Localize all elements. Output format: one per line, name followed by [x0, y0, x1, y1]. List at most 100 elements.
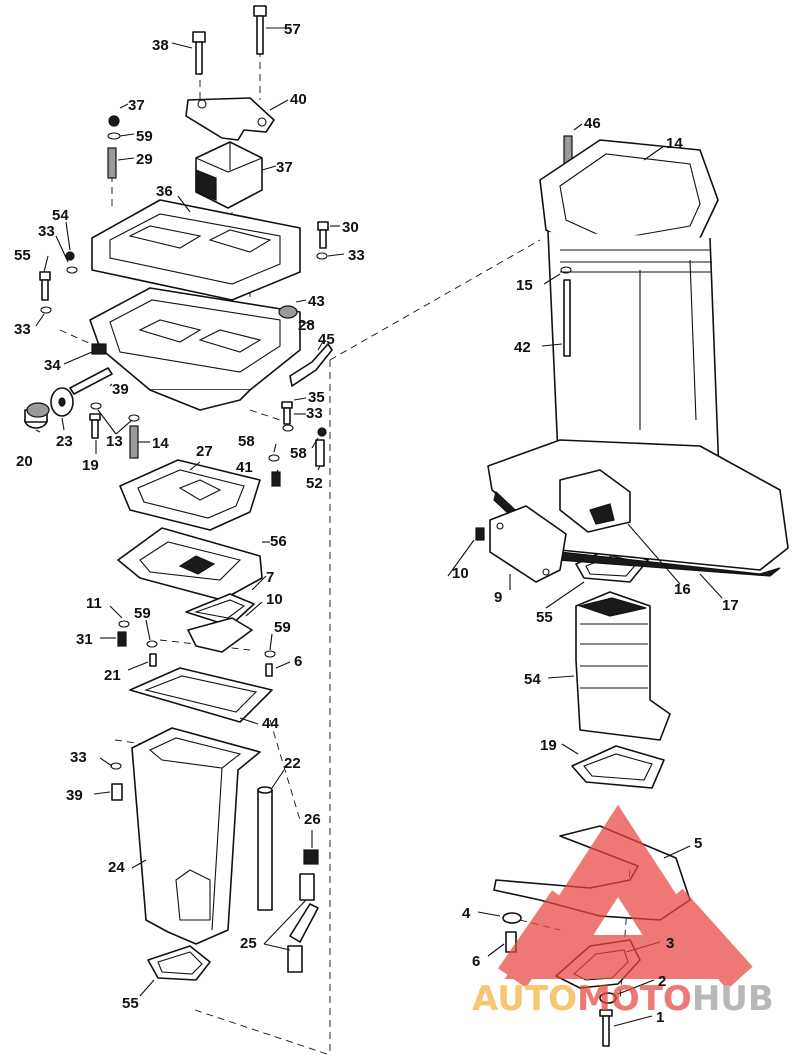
callout-59b: 59 [274, 619, 291, 636]
callout-43: 40 [290, 91, 307, 108]
callout-12: 10 [266, 591, 283, 608]
callout-35: 34 [44, 357, 61, 374]
part-bolt-20 [89, 413, 101, 439]
part-cover-10 [489, 505, 567, 583]
callout-53: 55 [14, 247, 31, 264]
callout-labels: 38 57 40 37 59 29 37 36 54 33 55 30 33 4… [14, 21, 739, 1026]
part-bolt-42 [111, 783, 123, 801]
leader-lines [35, 27, 723, 1027]
callout-30: 28 [298, 317, 315, 334]
part-gasket-47 [129, 667, 273, 723]
callout-58b: 58 [290, 445, 307, 462]
callout-54: 59 [136, 128, 153, 145]
part-gasket-9 [185, 593, 255, 627]
part-strip-48 [289, 343, 333, 387]
callout-9: 7 [266, 569, 274, 586]
callout-16: 14 [152, 435, 169, 452]
part-stud-51 [315, 439, 325, 467]
callout-10: 9 [494, 589, 502, 606]
callout-55a: 55 [122, 995, 139, 1012]
watermark-triangle-right [657, 888, 753, 990]
part-screw-7 [265, 663, 273, 677]
part-housing-26 [131, 727, 261, 945]
part-grommet-22 [24, 402, 50, 429]
callout-14: 13 [106, 433, 123, 450]
part-stud-31 [107, 147, 117, 179]
part-grommet-28 [303, 849, 319, 865]
part-stud-45 [563, 279, 571, 357]
callout-47: 44 [262, 715, 279, 732]
callout-22: 20 [16, 453, 33, 470]
part-washer-25 [50, 387, 74, 417]
callout-18: 16 [674, 581, 691, 598]
part-plate-12 [187, 617, 253, 653]
part-washer-4 [502, 912, 522, 924]
part-fitting-18 [559, 469, 631, 533]
part-nut-52 [65, 251, 75, 261]
callout-49: 46 [584, 115, 601, 132]
part-seal-21 [571, 745, 665, 789]
callout-38: 37 [276, 159, 293, 176]
callout-48: 45 [318, 331, 335, 348]
part-bolt-39 [192, 31, 206, 75]
callout-17: 15 [516, 277, 533, 294]
callout-28: 26 [304, 811, 321, 828]
part-bracket-43 [185, 97, 275, 141]
part-nut-40 [108, 115, 120, 127]
part-adapter-56 [117, 527, 263, 601]
callout-29: 27 [196, 443, 213, 460]
part-washer-59 [146, 640, 276, 658]
callout-15: 14 [666, 135, 683, 152]
part-washer-54 [107, 132, 121, 140]
callout-46: 43 [308, 293, 325, 310]
callout-41: 39 [112, 381, 129, 398]
part-washer-13 [118, 620, 130, 628]
part-module-38 [195, 141, 263, 209]
callout-55b: 55 [536, 609, 553, 626]
callout-40: 37 [128, 97, 145, 114]
part-nut-58 [268, 427, 327, 462]
callout-26: 24 [108, 859, 125, 876]
part-plug-46 [278, 305, 298, 319]
part-tube-24 [257, 786, 273, 911]
callout-58a: 58 [238, 433, 255, 450]
callout-51: 52 [306, 475, 323, 492]
part-washer-2 [599, 992, 617, 1004]
callout-23: 21 [104, 667, 121, 684]
callout-4: 4 [462, 905, 471, 922]
watermark-triangle-left [498, 890, 580, 988]
part-bolt-32 [317, 221, 329, 249]
callout-56: 56 [270, 533, 287, 550]
part-cover-30 [89, 287, 301, 411]
callout-45: 42 [514, 339, 531, 356]
part-bolt-44 [271, 471, 281, 487]
callout-32: 30 [342, 219, 359, 236]
callout-11: 10 [452, 565, 469, 582]
callout-6: 6 [472, 953, 480, 970]
callout-34c: 33 [14, 321, 31, 338]
callout-33: 31 [76, 631, 93, 648]
callout-1: 1 [656, 1009, 664, 1026]
callout-34a: 33 [38, 223, 55, 240]
watermark-moto: MOTO [577, 979, 692, 1019]
part-hose-27 [287, 873, 319, 973]
part-bolt-50 [253, 5, 267, 55]
part-screw-23 [149, 653, 157, 667]
callout-31: 29 [136, 151, 153, 168]
part-bolt-1 [599, 1009, 613, 1047]
part-stud-16 [129, 425, 139, 459]
callout-57: 54 [524, 671, 541, 688]
part-bolt-36 [281, 401, 293, 425]
callout-25: 23 [56, 433, 73, 450]
watermark-text: AUTOMOTOHUB [472, 979, 774, 1019]
callout-34d: 33 [306, 405, 323, 422]
callout-19: 17 [722, 597, 739, 614]
callout-39: 38 [152, 37, 169, 54]
part-bolt-33 [117, 631, 127, 647]
part-shaft-41 [69, 367, 113, 395]
watermark-triangle-inner [530, 834, 706, 969]
callout-20: 19 [82, 457, 99, 474]
part-tube-57 [575, 591, 671, 741]
watermark-hub: HUB [692, 979, 774, 1019]
